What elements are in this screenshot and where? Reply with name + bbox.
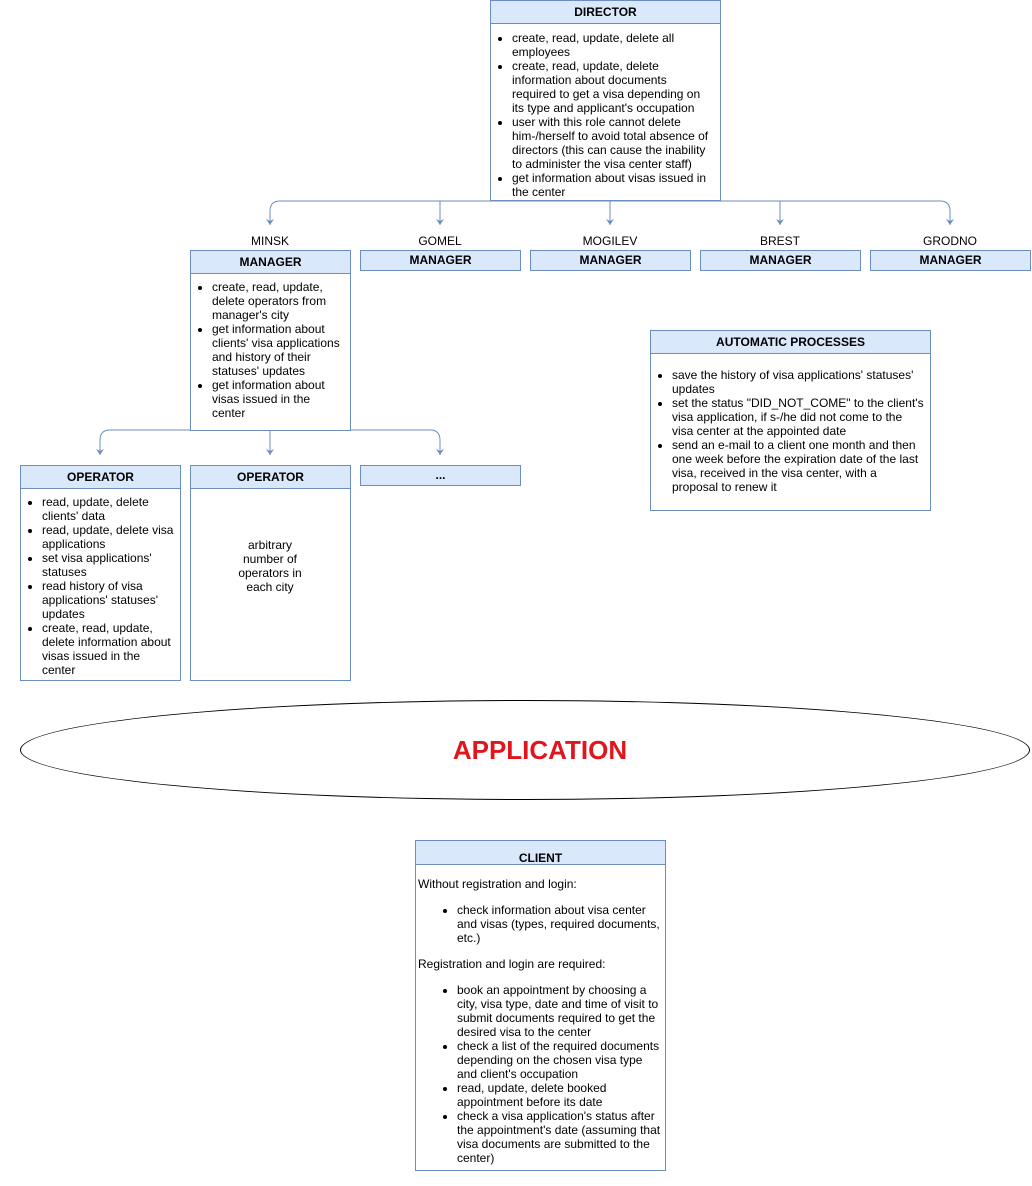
list-item: create, read, update, delete information… xyxy=(512,59,714,115)
manager-to-operators-connectors xyxy=(96,429,444,455)
list-item: read, update, delete clients' data xyxy=(42,495,174,523)
operator-box: OPERATOR read, update, delete clients' d… xyxy=(20,465,181,681)
application-ellipse xyxy=(20,700,1030,800)
client-with-login-list: book an appointment by choosing a city, … xyxy=(416,983,665,1165)
list-item: get information about visas issued in th… xyxy=(212,378,344,420)
client-with-login-label: Registration and login are required: xyxy=(418,957,606,971)
operator-title: OPERATOR xyxy=(191,466,350,489)
list-item: create, read, update, delete operators f… xyxy=(212,280,344,322)
manager-box-brest: MANAGER xyxy=(700,250,861,271)
list-item: create, read, update, delete information… xyxy=(42,621,174,677)
automatic-processes-list: save the history of visa applications' s… xyxy=(651,368,930,494)
list-item: set the status "DID_NOT_COME" to the cli… xyxy=(672,396,924,438)
manager-permissions-list: create, read, update, delete operators f… xyxy=(191,280,350,420)
client-without-login-label: Without registration and login: xyxy=(418,877,577,891)
list-item: user with this role cannot delete him-/h… xyxy=(512,115,714,171)
list-item: check a visa application's status after … xyxy=(457,1109,661,1165)
more-operators-box: ... xyxy=(360,465,521,486)
operator-permissions-list: read, update, delete clients' data read,… xyxy=(21,495,180,677)
manager-title: MANAGER xyxy=(701,251,860,270)
manager-title: MANAGER xyxy=(871,251,1030,270)
director-to-managers-connectors xyxy=(266,200,954,225)
manager-box-grodno: MANAGER xyxy=(870,250,1031,271)
city-label-gomel: GOMEL xyxy=(418,234,462,248)
city-label-grodno: GRODNO xyxy=(923,234,977,248)
operator-box-arbitrary: OPERATOR xyxy=(190,465,351,681)
list-item: set visa applications' statuses xyxy=(42,551,174,579)
more-operators-title: ... xyxy=(361,466,520,485)
city-label-brest: BREST xyxy=(759,234,800,248)
manager-title: MANAGER xyxy=(191,251,350,274)
operator-count-note: arbitrary number of operators in each ci… xyxy=(238,538,302,594)
list-item: get information about clients' visa appl… xyxy=(212,322,344,378)
list-item: read, update, delete booked appointment … xyxy=(457,1081,661,1109)
client-without-login-list: check information about visa center and … xyxy=(416,903,665,945)
client-box: CLIENT Without registration and login: c… xyxy=(415,840,666,1171)
manager-title: MANAGER xyxy=(361,251,520,270)
list-item: book an appointment by choosing a city, … xyxy=(457,983,661,1039)
operator-title: OPERATOR xyxy=(21,466,180,489)
list-item: read, update, delete visa applications xyxy=(42,523,174,551)
automatic-processes-title: AUTOMATIC PROCESSES xyxy=(651,331,930,354)
automatic-processes-box: AUTOMATIC PROCESSES save the history of … xyxy=(650,330,931,511)
list-item: send an e-mail to a client one month and… xyxy=(672,438,924,494)
list-item: read history of visa applications' statu… xyxy=(42,579,174,621)
city-label-mogilev: MOGILEV xyxy=(582,234,638,248)
manager-box-mogilev: MANAGER xyxy=(530,250,691,271)
application-title: APPLICATION xyxy=(452,735,628,765)
manager-box-gomel: MANAGER xyxy=(360,250,521,271)
list-item: check a list of the required documents d… xyxy=(457,1039,661,1081)
manager-title: MANAGER xyxy=(531,251,690,270)
list-item: save the history of visa applications' s… xyxy=(672,368,924,396)
director-permissions-list: create, read, update, delete all employe… xyxy=(491,31,720,199)
director-title: DIRECTOR xyxy=(491,1,720,24)
list-item: get information about visas issued in th… xyxy=(512,171,714,199)
list-item: check information about visa center and … xyxy=(457,903,661,945)
manager-box-minsk: MANAGER create, read, update, delete ope… xyxy=(190,250,351,431)
director-box: DIRECTOR create, read, update, delete al… xyxy=(490,0,721,201)
city-label-minsk: MINSK xyxy=(250,234,289,248)
list-item: create, read, update, delete all employe… xyxy=(512,31,714,59)
client-title: CLIENT xyxy=(416,841,665,865)
